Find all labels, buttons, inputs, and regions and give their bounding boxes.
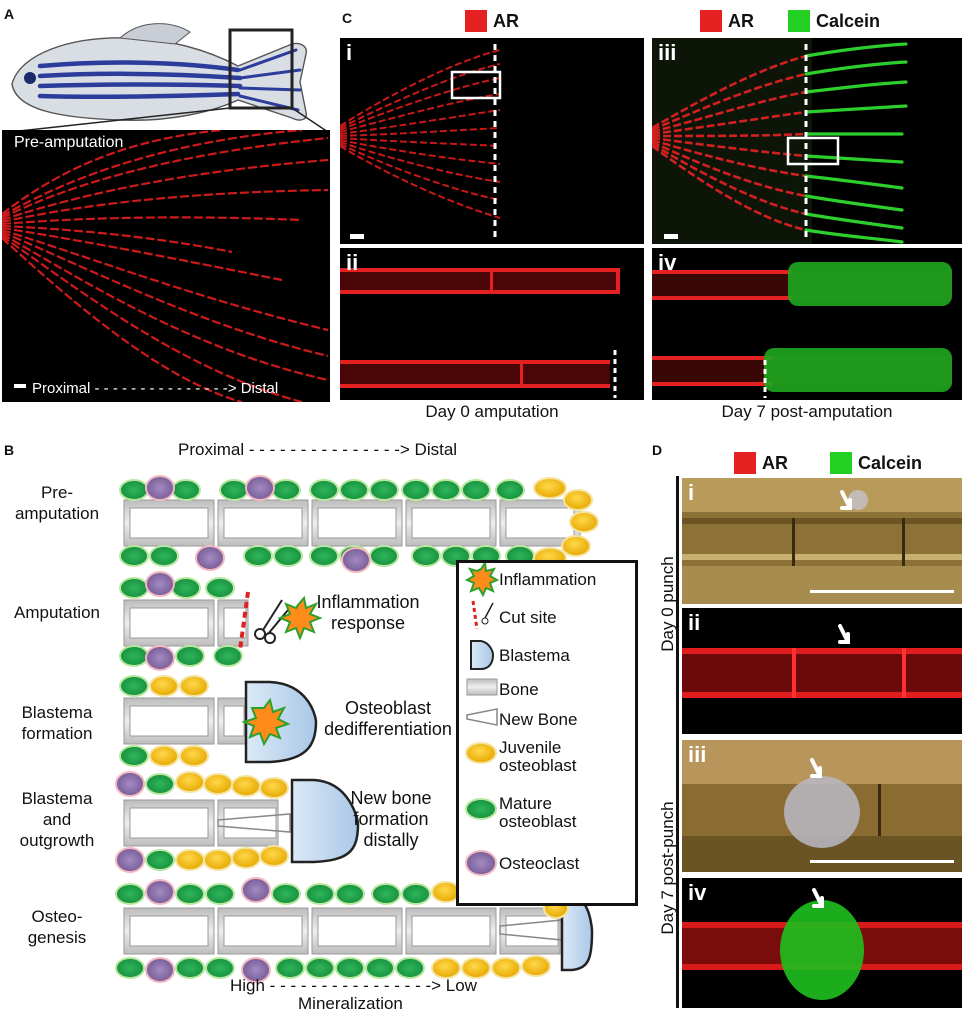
panel-c-i: i (340, 38, 644, 244)
zebrafish-illustration (9, 23, 329, 133)
stage-label-blastema-formation: Blastema formation (21, 703, 93, 743)
mature-osteoblast-icon (465, 798, 497, 820)
key-label-new-bone: New Bone (499, 710, 578, 729)
scale-bar (14, 384, 26, 388)
bone-icon (466, 678, 498, 696)
legend-ar-top: AR (465, 10, 519, 32)
ar-swatch (465, 10, 487, 32)
cut-site-icon (471, 600, 494, 630)
key-label-osteoclast: Osteoclast (499, 854, 580, 873)
key-label-juvenile-osteoblast: Juvenile osteoblast (499, 738, 577, 775)
annotation-new-bone: New bone formation distally (350, 788, 432, 850)
panel-d-i: i (682, 478, 962, 604)
row-pre-amputation (119, 475, 599, 573)
panel-c-iv: iv (652, 248, 962, 400)
caption-day0: Day 0 amputation (425, 402, 559, 421)
sub-label-c-ii: ii (346, 250, 359, 275)
schematic-key: Inflammation Cut site Blastema Bone New … (456, 560, 638, 906)
row-blastema-outgrowth (115, 771, 360, 873)
row-osteogenesis (115, 877, 594, 983)
sub-label-c-iii: iii (658, 40, 677, 65)
stage-label-osteogenesis: Osteo- genesis (27, 907, 87, 947)
key-label-bone: Bone (499, 680, 539, 699)
stage-label-pre-amputation: Pre- amputation (14, 483, 100, 523)
b-mineralization-label: Mineralization (298, 994, 403, 1013)
osteoclast-icon (465, 850, 497, 876)
d-side-label-day7: Day 7 post-punch (658, 801, 677, 935)
pre-amputation-label: Pre-amputation (14, 134, 124, 151)
panel-d-ii: ii (682, 608, 962, 734)
panel-c-ii: ii (340, 248, 644, 400)
inflammation-icon (464, 563, 499, 598)
scissors-icon (254, 599, 289, 644)
b-mineralization-axis: High - - - - - - - - - - - - - - - -> Lo… (230, 976, 477, 995)
b-proximal-distal-axis: Proximal - - - - - - - - - - - - - - -> … (178, 440, 458, 459)
proximal-distal-axis: Proximal - - - - - - - - - - - - - - -> … (32, 380, 279, 397)
sub-label-d-ii: ii (688, 610, 701, 635)
stage-label-amputation: Amputation (14, 603, 100, 622)
sub-label-c-i: i (346, 40, 353, 65)
juvenile-osteoblast-icon (465, 742, 497, 764)
fin-ar-image: Pre-amputation Proximal - - - - - - - - … (2, 130, 330, 402)
d-side-bracket (676, 476, 679, 1008)
legend-calcein-top: Calcein (788, 10, 880, 32)
d-side-label-day0: Day 0 punch (658, 556, 677, 652)
inflammation-icon (277, 595, 323, 641)
sub-label-d-iv: iv (688, 880, 707, 905)
key-label-mature-osteoblast: Mature osteoblast (499, 794, 577, 831)
key-label-cut-site: Cut site (499, 608, 557, 627)
panel-b-letter: B (4, 442, 15, 458)
row-amputation (119, 571, 323, 671)
panel-c-letter: C (342, 10, 353, 26)
sub-label-d-i: i (688, 480, 695, 505)
blastema-icon (470, 640, 495, 670)
zoom-box (228, 28, 294, 110)
legend-calcein-d: Calcein (830, 452, 922, 474)
panel-a-letter: A (4, 6, 15, 22)
new-bone-icon (466, 708, 498, 726)
legend-ar-top-right: AR (700, 10, 754, 32)
panel-d-letter: D (652, 442, 663, 458)
key-label-inflammation: Inflammation (499, 570, 597, 589)
row-blastema-formation (119, 675, 318, 767)
sub-label-c-iv: iv (658, 250, 677, 275)
panel-d-iv: iv (682, 878, 962, 1008)
caption-day7: Day 7 post-amputation (721, 402, 893, 421)
sub-label-d-iii: iii (688, 742, 707, 767)
annotation-inflammation-response: Inflammation response (316, 592, 420, 633)
legend-ar-d: AR (734, 452, 788, 474)
panel-d-iii: iii (682, 740, 962, 872)
panel-c-iii: iii (652, 38, 962, 244)
fin-rays (2, 130, 329, 402)
key-label-blastema: Blastema (499, 646, 570, 665)
annotation-osteoblast-dediff: Osteoblast dedifferentiation (324, 698, 452, 739)
stage-label-blastema-outgrowth: Blastema and outgrowth (19, 789, 95, 850)
